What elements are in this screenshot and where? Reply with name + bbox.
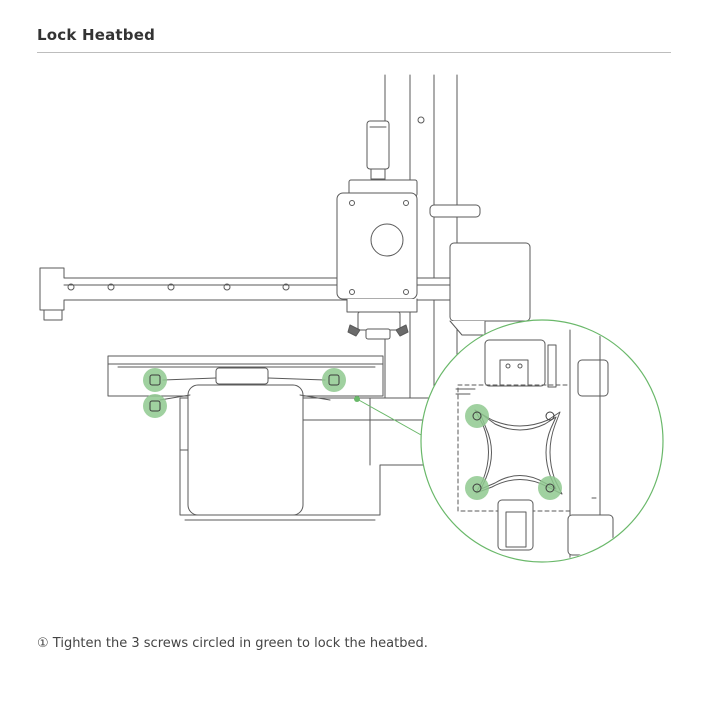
- page-title: Lock Heatbed: [37, 26, 156, 44]
- print-head: [336, 179, 481, 340]
- highlighted-screws: [143, 368, 562, 500]
- screw-marks: [149, 374, 555, 493]
- control-box: [449, 242, 531, 322]
- screw-highlight-front-right: [322, 368, 346, 392]
- screw-highlight-front-left: [143, 368, 167, 392]
- step-instruction: ① Tighten the 3 screws circled in green …: [37, 636, 428, 651]
- screw-highlight-detail-bottom-right: [538, 476, 562, 500]
- title-divider: [37, 52, 671, 53]
- screw-highlight-detail-top-left: [465, 404, 489, 428]
- screw-highlight-back-left: [143, 394, 167, 418]
- filament-holder: [366, 120, 390, 180]
- screw-highlight-detail-bottom-left: [465, 476, 489, 500]
- detail-view: [455, 329, 614, 561]
- printer-base: [159, 367, 431, 521]
